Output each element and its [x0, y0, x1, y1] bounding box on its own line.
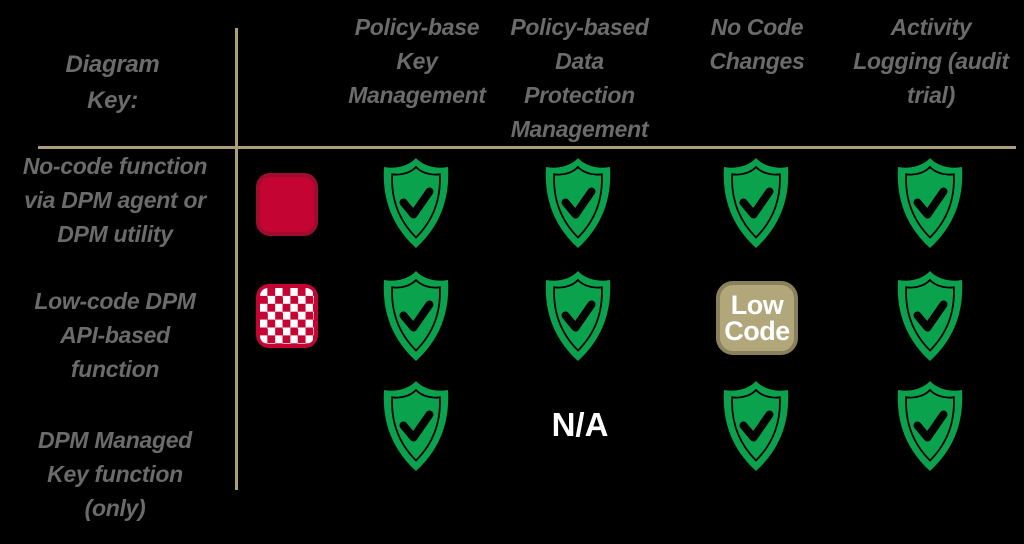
- grid-vertical-line: [235, 28, 238, 490]
- shield-check-icon-r3c4: [895, 379, 965, 473]
- shield-check-icon-r1c1: [381, 156, 451, 250]
- shield-check-icon-r1c2: [543, 156, 613, 250]
- shield-check-icon-r1c3: [721, 156, 791, 250]
- not-applicable-label: N/A: [551, 406, 609, 443]
- column-header-no-code-changes: No Code Changes: [709, 14, 805, 74]
- shield-check-icon-r3c3: [721, 379, 791, 473]
- column-header-activity-logging-audit-trial: Activity Logging (audit trial): [853, 14, 1009, 108]
- shield-check-icon-r1c4: [895, 156, 965, 250]
- row-label-low-code-api-function: Low-code DPM API-based function: [34, 288, 196, 382]
- low-code-badge: Low Code: [716, 281, 798, 355]
- shield-check-icon-r3c1: [381, 379, 451, 473]
- row-label-dpm-managed-key-function: DPM Managed Key function (only): [38, 427, 192, 521]
- checkerboard-pattern: [260, 288, 314, 344]
- diagram-key-title: Diagram Key:: [65, 51, 160, 114]
- column-header-policy-base-key-management: Policy-base Key Management: [348, 14, 486, 108]
- shield-check-icon-r2c4: [895, 269, 965, 363]
- row-label-no-code-function: No-code function via DPM agent or DPM ut…: [22, 153, 208, 247]
- shield-check-icon-r2c1: [381, 269, 451, 363]
- shield-check-icon-r2c2: [543, 269, 613, 363]
- solid-red-square-icon: [256, 173, 318, 236]
- column-header-policy-based-data-protection-management: Policy-based Data Protection Management: [510, 14, 649, 142]
- red-white-checkered-square-icon: [256, 284, 318, 348]
- grid-horizontal-line: [38, 146, 1016, 149]
